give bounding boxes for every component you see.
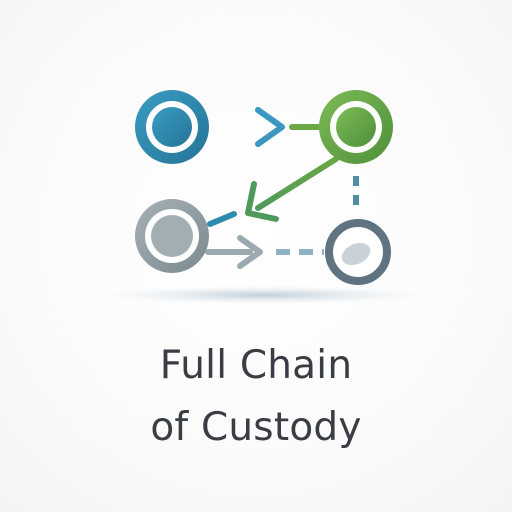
chain-of-custody-diagram — [104, 90, 424, 304]
connection-top-left-to-top-right — [207, 107, 321, 147]
node-bottom-right — [325, 219, 391, 285]
connection-top-right-to-bottom-left — [207, 156, 339, 227]
connection-bottom-left-to-bottom-right — [205, 235, 324, 269]
node-top-left — [135, 90, 209, 164]
title-line-1: Full Chain — [159, 343, 353, 388]
node-bottom-left — [135, 199, 209, 273]
title-line-2: of Custody — [150, 405, 362, 450]
node-top-right — [319, 90, 393, 164]
ground-shadow — [104, 286, 424, 304]
